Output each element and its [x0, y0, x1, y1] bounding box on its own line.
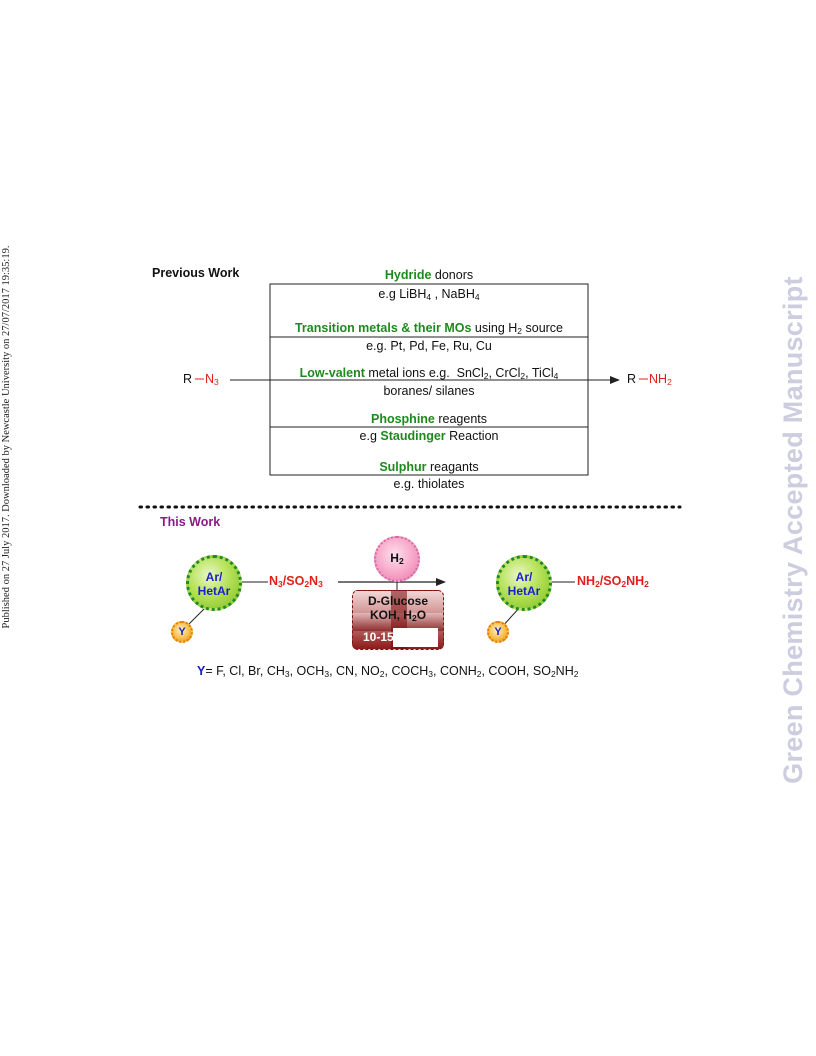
method-lv-highlight: Low-valent [299, 366, 365, 380]
substrate-substituent-y: Y [171, 621, 193, 643]
method-tm-example: e.g. Pt, Pd, Fe, Ru, Cu [366, 339, 492, 353]
conditions-box: D-Glucose KOH, H2O 10-15 [352, 590, 444, 650]
method-hydride-title: Hydride donors [270, 268, 588, 282]
method-lv-title: Low-valent metal ions e.g. SnCl2, CrCl2,… [299, 366, 559, 381]
substituent-list-y: Y [197, 664, 206, 678]
product-label-2: HetAr [507, 584, 541, 598]
method-hydride-highlight: Hydride [384, 268, 432, 282]
method-sulphur-title: Sulphur reagants [270, 460, 588, 474]
method-hydride-rest: donors [431, 268, 474, 282]
method-tm-highlight: Transition metals & their MOs [294, 321, 472, 335]
phosphine-example-suffix: Reaction [445, 429, 499, 443]
reactant-azide: N3 [205, 372, 219, 387]
product-amine-group: NH2/SO2NH2 [577, 574, 649, 589]
method-tm-title: Transition metals & their MOs using H2 s… [294, 321, 564, 336]
method-lv-example: boranes/ silanes [383, 384, 475, 398]
method-phosphine-rest: reagents [434, 412, 488, 426]
previous-work-heading: Previous Work [152, 266, 240, 280]
method-sulphur-rest: reagants [426, 460, 479, 474]
product-label-1: Ar/ [515, 570, 533, 584]
method-hydride-example: e.g LiBH4 , NaBH4 [378, 287, 480, 302]
substrate-azide-group: N3/SO2N3 [269, 574, 323, 589]
green-reaction-arrowhead [436, 578, 446, 586]
product-amine: NH2 [649, 372, 672, 387]
phosphine-example-prefix: e.g [359, 429, 381, 443]
method-phosphine-example: e.g Staudinger Reaction [270, 429, 588, 443]
substituent-list: Y= F, Cl, Br, CH3, OCH3, CN, NO2, COCH3,… [197, 664, 579, 679]
product-r: R [627, 372, 637, 386]
product-aryl-circle: Ar/ HetAr [496, 555, 552, 611]
method-phosphine-title: Phosphine reagents [270, 412, 588, 426]
method-phosphine-highlight: Phosphine [370, 412, 435, 426]
staudinger-highlight: Staudinger [380, 429, 446, 443]
method-sulphur-highlight: Sulphur [379, 460, 427, 474]
substrate-label-1: Ar/ [205, 570, 223, 584]
method-sulphur-example: e.g. thiolates [393, 477, 465, 491]
condition-time: 10-15 [363, 630, 394, 644]
reaction-arrowhead [610, 376, 620, 384]
reactant-r: R [183, 372, 193, 386]
hydrogen-bubble: H2 [374, 536, 420, 582]
this-work-heading: This Work [160, 515, 221, 529]
condition-base-solvent: KOH, H2O [369, 608, 427, 623]
substrate-aryl-circle: Ar/ HetAr [186, 555, 242, 611]
condition-reductant: D-Glucose [367, 594, 428, 608]
product-substituent-y: Y [487, 621, 509, 643]
substrate-label-2: HetAr [197, 584, 231, 598]
